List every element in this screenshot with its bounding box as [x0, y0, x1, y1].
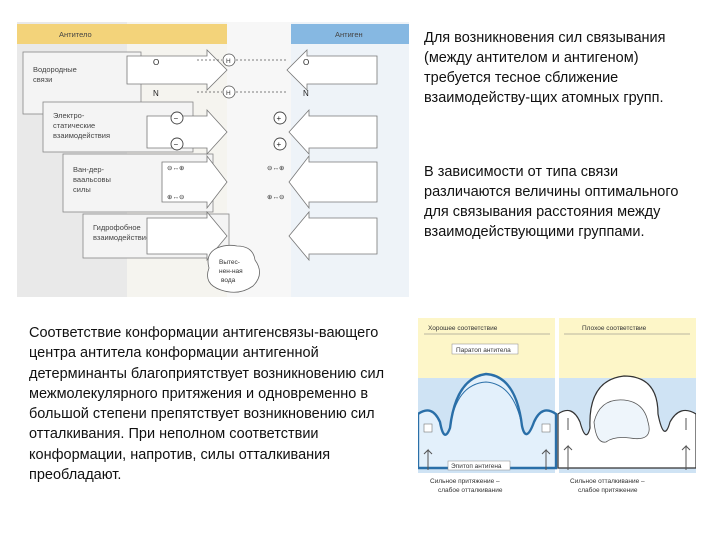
displaced-water-label-3: вода: [221, 277, 236, 284]
close-approach-text: Для возникновения сил связывания (между …: [424, 30, 666, 106]
conformation-text: Соответствие конформации антигенсвязы-ва…: [29, 325, 385, 484]
electrostatic-row-label-2: статические: [53, 121, 95, 130]
good-fit-title: Хорошее соответствие: [428, 325, 498, 332]
hydrogen-o-right: O: [303, 58, 309, 67]
hydrogen-atom-2: [222, 85, 236, 99]
displaced-water-blob: [207, 244, 260, 293]
bad-fit-gap: [593, 399, 650, 443]
distance-text: В зависимости от типа связи различаются …: [424, 164, 679, 240]
hydrogen-n-left: N: [153, 89, 159, 98]
vdw-antibody-arrow: [161, 154, 228, 210]
hydrogen-antigen-arrow: [286, 49, 378, 91]
antigen-header-bar: [291, 24, 409, 44]
negative-charge-2: [170, 137, 184, 151]
vdw-dipole-left-1: ⊖↔⊕: [167, 165, 185, 172]
bad-caption-box: [559, 473, 696, 501]
hydrophobic-row-label-1: Гидрофобное: [93, 223, 141, 232]
hydrogen-atom-1-label: H: [226, 58, 231, 65]
vdw-dipole-right-2: ⊕↔⊖: [267, 194, 285, 201]
good-repulsion-arrow-1: [423, 448, 433, 470]
binding-forces-diagram: Антитело Антиген Водородные связи Электр…: [17, 22, 409, 297]
vdw-antigen-arrow: [288, 154, 378, 210]
paratope-label-box: [451, 343, 519, 355]
hydrogen-o-left: O: [153, 58, 159, 67]
bad-fit-caption-1: Сильное отталкивание –: [570, 478, 645, 485]
good-fit-inner-line: [449, 381, 523, 429]
good-fit-caption-2: слабое отталкивание: [438, 486, 503, 494]
hydrophobic-antigen-arrow: [288, 210, 378, 262]
epitope-label: Эпитоп антигена: [451, 463, 502, 470]
antibody-header-label: Антитело: [59, 30, 92, 39]
positive-charge-1-label: +: [277, 114, 282, 123]
vdw-row-label-3: силы: [73, 185, 91, 194]
hydrogen-atom-2-label: H: [226, 90, 231, 97]
hydrogen-atom-1: [222, 53, 236, 67]
good-attraction-marker-1: [423, 423, 433, 433]
vdw-row-label-1: Ван-дер-: [73, 165, 105, 174]
negative-charge-1-label: −: [174, 114, 179, 123]
electrostatic-row-label-1: Электро-: [53, 111, 85, 120]
bad-fit-title: Плохое соответствие: [582, 325, 647, 332]
vdw-dipole-right-1: ⊖↔⊕: [267, 165, 285, 172]
good-attraction-marker-2: [541, 423, 551, 433]
good-fit-antigen: [418, 372, 558, 470]
electrostatic-row-label-3: взаимодействия: [53, 131, 110, 140]
hydrophobic-row-label-2: взаимодействие: [93, 233, 150, 242]
electrostatic-antigen-arrow: [288, 108, 378, 156]
bad-fit-caption-2: слабое притяжение: [578, 486, 638, 494]
electrostatic-antibody-arrow: [146, 108, 228, 156]
vdw-row-label-2: ваальсовы: [73, 175, 111, 184]
hydrogen-n-right: N: [303, 89, 309, 98]
positive-charge-2-label: +: [277, 140, 282, 149]
good-fit-caption-1: Сильное притяжение –: [430, 478, 500, 485]
negative-charge-1: [170, 111, 184, 125]
bad-repulsion-arrow-1: [563, 444, 573, 470]
displaced-water-label-2: нен-ная: [219, 268, 243, 275]
epitope-label-box: [447, 460, 511, 471]
antibody-header-bar: [17, 24, 227, 44]
paratope-label: Паратоп антитела: [456, 347, 511, 354]
negative-charge-2-label: −: [174, 140, 179, 149]
positive-charge-1: [273, 111, 287, 125]
hydrogen-antibody-arrow: [126, 49, 228, 91]
positive-charge-2: [273, 137, 287, 151]
good-repulsion-arrow-2: [541, 448, 551, 470]
hydrogen-row-label-2: связи: [33, 75, 52, 84]
displaced-water-label-1: Вытес-: [219, 259, 240, 266]
vdw-dipole-left-2: ⊕↔⊖: [167, 194, 185, 201]
good-caption-box: [418, 473, 556, 501]
hydrogen-row-label-1: Водородные: [33, 65, 77, 74]
antigen-header-label: Антиген: [335, 30, 363, 39]
bad-repulsion-arrow-2: [681, 444, 691, 470]
conformation-fit-diagram: Хорошее соответствие Плохое соответствие…: [418, 318, 696, 501]
